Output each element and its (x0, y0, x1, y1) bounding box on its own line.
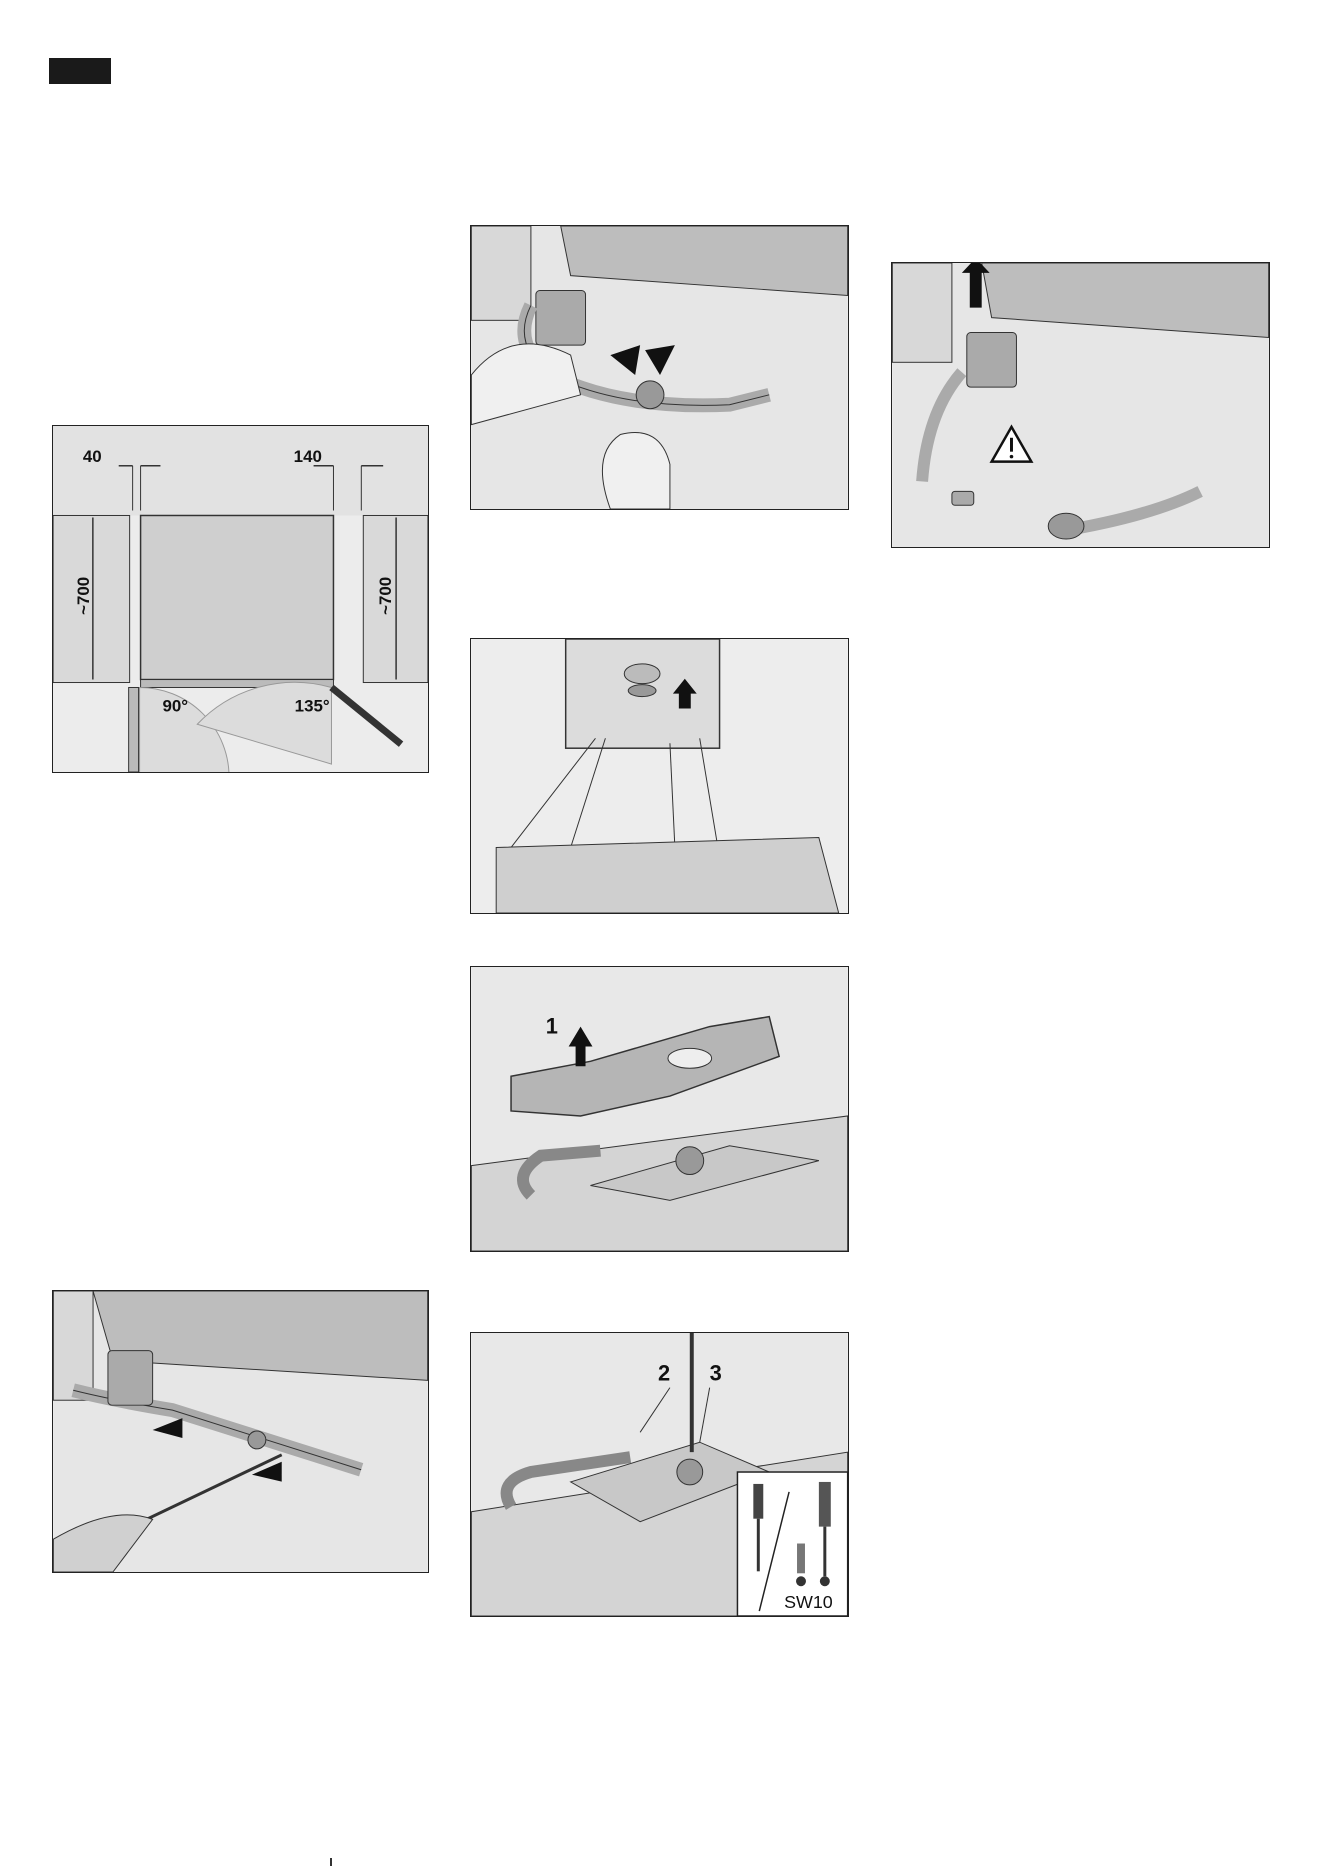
hose-hands-drawing (471, 226, 848, 509)
section-tab (49, 58, 111, 84)
figure-hose-warning (891, 262, 1270, 548)
screws-tools-drawing: 2 3 SW10 (471, 1333, 848, 1616)
figure-door-clearance: 40 140 ~700 ~700 90° 135° (52, 425, 429, 773)
angle-left-label: 90° (162, 696, 188, 715)
tool-size-label: SW10 (784, 1592, 833, 1612)
hose-warning-drawing (892, 263, 1269, 547)
part-3-label: 3 (710, 1361, 722, 1386)
angle-right-label: 135° (295, 696, 330, 715)
figure-screws-tools: 2 3 SW10 (470, 1332, 849, 1617)
height-right-label: ~700 (376, 577, 395, 615)
height-left-label: ~700 (74, 577, 93, 615)
figure-hose-screwdriver (52, 1290, 429, 1573)
dim-right-label: 140 (294, 447, 322, 466)
figure-cover-caps (470, 638, 849, 914)
part-1-label: 1 (546, 1014, 558, 1039)
page-edge-mark (330, 1858, 332, 1866)
hose-screwdriver-drawing (53, 1291, 428, 1572)
lift-cover-drawing: 1 (471, 967, 848, 1251)
figure-hose-hands (470, 225, 849, 510)
dim-left-label: 40 (83, 447, 102, 466)
cover-caps-drawing (471, 639, 848, 913)
door-clearance-drawing: 40 140 ~700 ~700 90° 135° (53, 426, 428, 772)
part-2-label: 2 (658, 1361, 670, 1386)
figure-lift-cover: 1 (470, 966, 849, 1252)
